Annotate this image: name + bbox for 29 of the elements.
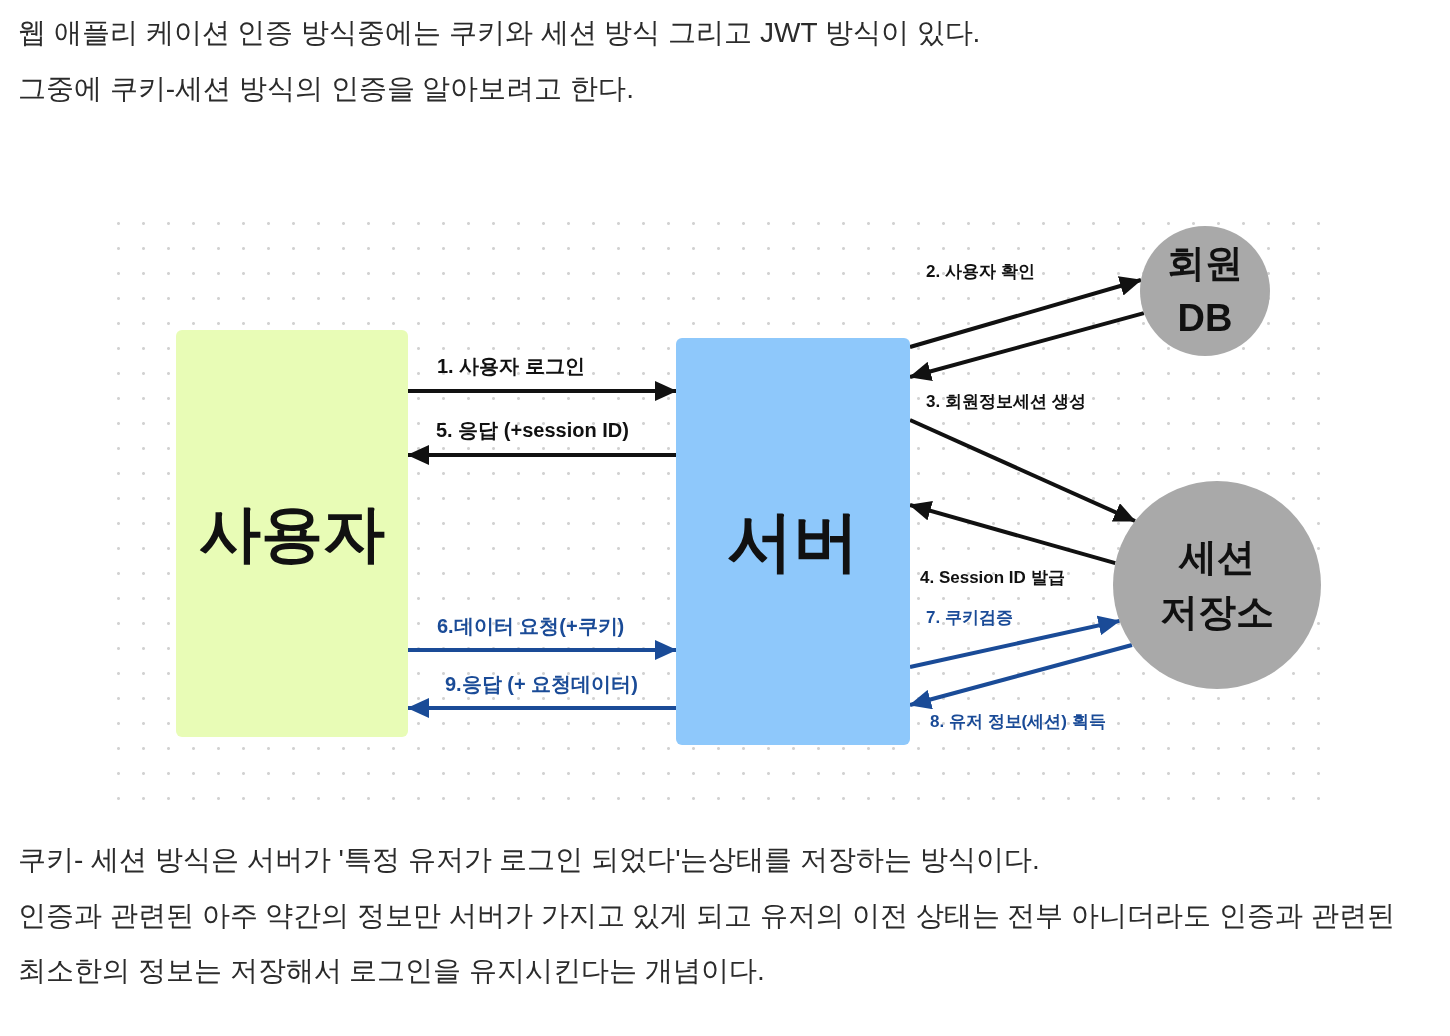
node-label: 회원 DB (1166, 240, 1244, 341)
edge-label: 6.데이터 요청(+쿠키) (437, 614, 625, 639)
edge-label: 1. 사용자 로그인 (437, 354, 585, 379)
arrow (407, 445, 676, 465)
arrow (909, 643, 1133, 710)
node-label: 세션 저장소 (1159, 534, 1275, 635)
arrow (408, 640, 677, 660)
arrow (909, 276, 1142, 349)
edge-label: 8. 유저 정보(세션) 획득 (930, 711, 1106, 733)
arrow (909, 501, 1116, 566)
edge-label: 5. 응답 (+session ID) (436, 418, 629, 443)
edge-label: 4. Session ID 발급 (920, 567, 1065, 589)
node-label: 사용자 (198, 497, 386, 570)
user-box (176, 330, 408, 737)
paragraph: 웹 애플리 케이션 인증 방식중에는 쿠키와 세션 방식 그리고 JWT 방식이 있다. (18, 16, 982, 50)
paragraph: 인증과 관련된 아주 약간의 정보만 서버가 가지고 있게 되고 유저의 이전 상태는 전부 아니더라도 인증과 관련된 최소한의 정보는 저장해서 로그인을 유지시킨다는 개념이다. (18, 898, 1396, 988)
arrow (408, 381, 677, 401)
paragraph: 쿠키- 세션 방식은 서버가 '특정 유저가 로그인 되었다'는상태를 저장하는 방식이다. (18, 843, 1041, 877)
arrow (407, 698, 676, 718)
node-label: 서버 (726, 502, 860, 580)
paragraph: 그중에 쿠키-세션 방식의 인증을 알아보려고 한다. (18, 71, 635, 106)
arrow (909, 311, 1145, 382)
edge-label: 2. 사용자 확인 (926, 261, 1035, 283)
edge-label: 9.응답 (+ 요청데이터) (445, 672, 638, 697)
arrow (909, 615, 1121, 669)
edge-label: 7. 쿠키검증 (926, 607, 1013, 629)
edge-label: 3. 회원정보세션 생성 (926, 391, 1086, 413)
arrow (909, 418, 1136, 523)
server-box (676, 338, 910, 745)
